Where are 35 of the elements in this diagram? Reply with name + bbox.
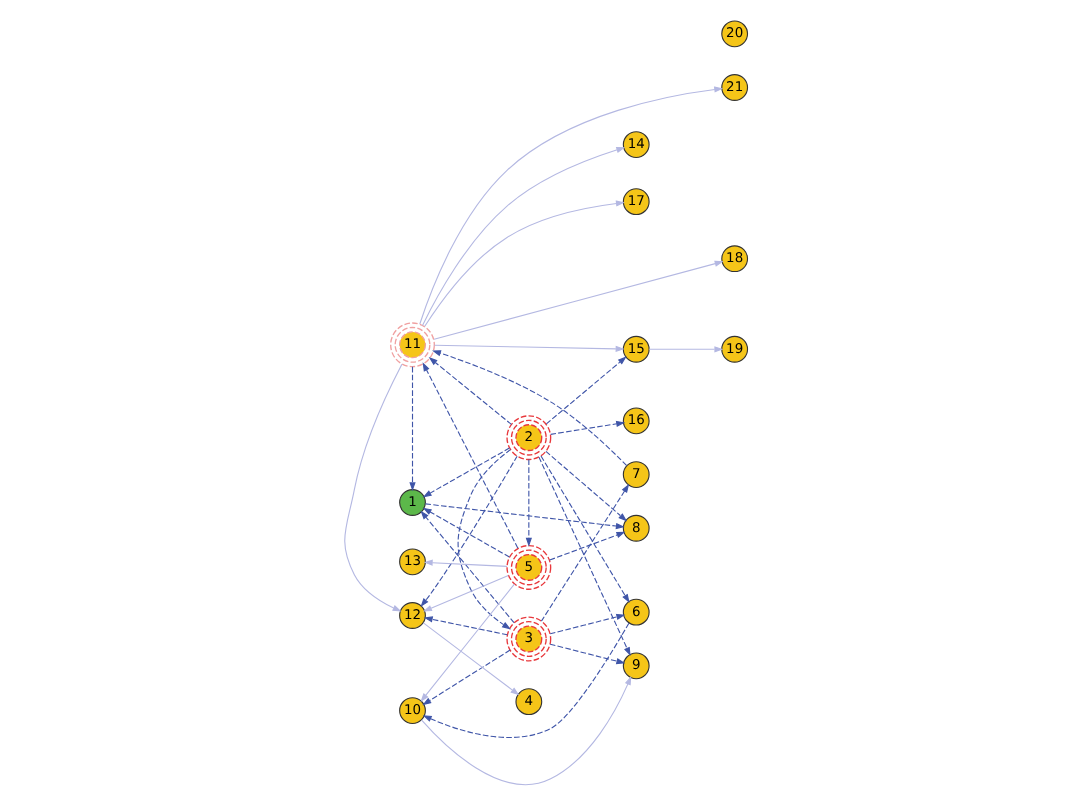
arrow <box>421 676 632 786</box>
arrow <box>423 559 508 567</box>
arrow <box>420 583 515 703</box>
arrow <box>525 458 532 547</box>
arrow <box>545 356 627 425</box>
arrow <box>422 507 510 558</box>
arrow <box>549 613 626 635</box>
arrow <box>428 357 512 425</box>
arrow <box>422 622 520 696</box>
arrow <box>550 420 626 435</box>
arrow <box>422 649 511 706</box>
arrow <box>422 622 630 739</box>
arrow <box>648 346 724 353</box>
arrow <box>422 447 510 498</box>
arrow <box>545 450 628 522</box>
arrow <box>344 363 403 612</box>
arrow <box>423 575 509 612</box>
arrow <box>419 86 724 325</box>
arrow <box>549 531 626 561</box>
arrow <box>457 449 512 630</box>
arrow <box>549 643 626 665</box>
arrow <box>432 350 628 467</box>
arrow <box>433 260 724 340</box>
arrow <box>424 200 625 327</box>
arrow <box>424 503 625 530</box>
arrow <box>423 616 508 636</box>
arrow <box>538 456 631 657</box>
arrow <box>540 455 630 604</box>
arrow <box>420 510 515 624</box>
arrow <box>422 362 519 549</box>
arrow <box>420 455 518 608</box>
arrow <box>433 344 625 353</box>
arrow <box>540 483 630 622</box>
arrow <box>421 146 626 326</box>
arrow <box>409 366 416 492</box>
